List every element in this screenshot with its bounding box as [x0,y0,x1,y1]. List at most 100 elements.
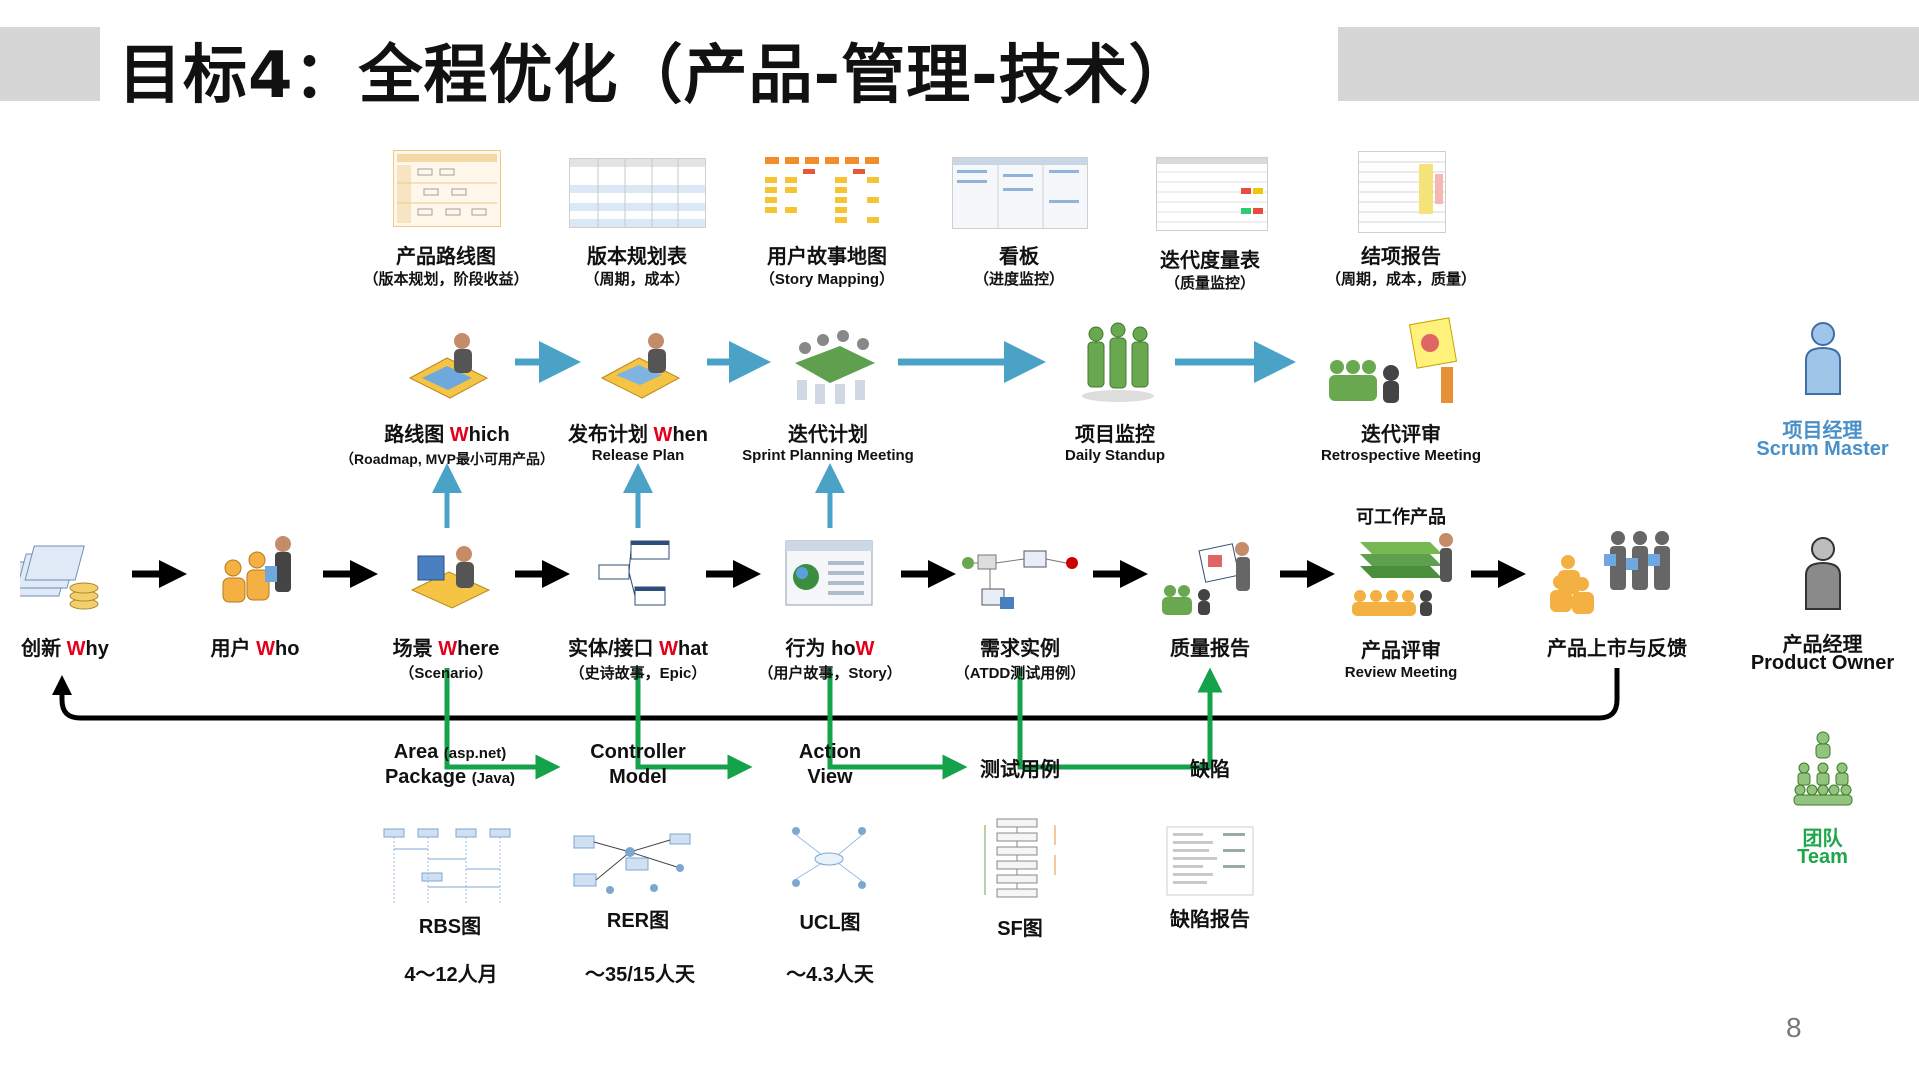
tech-artifact-ucl: UCL图 [799,912,861,934]
product-title-review: 产品评审 [1361,640,1441,662]
tech-testcase: 测试用例 [980,759,1060,781]
tech-defect: 缺陷 [1190,759,1230,781]
mgmt-title-when: 发布计划 When [567,424,708,446]
product-top-working: 可工作产品 [1356,507,1446,527]
product-sub-how: （用户故事，Story） [758,665,902,682]
mgmt-sub-monitor: Daily Standup [1064,447,1165,464]
blue-person-icon [1805,322,1841,395]
meeting-table-icon [795,330,875,404]
mgmt-title-monitor: 项目监控 [1075,424,1155,446]
tech-artifact-defect: 缺陷报告 [1170,909,1250,931]
product-title-where: 场景 Where [392,638,500,660]
product-sub-what: （史诗故事，Epic） [569,665,707,682]
planning-desk-icon [408,333,489,399]
feedback-loop [52,668,1620,721]
role-en-pm: Scrum Master [1756,438,1889,460]
artifact-sub-metrics: （质量监控） [1164,275,1255,292]
mgmt-sub-which: （Roadmap, MVP最小可用产品） [340,451,554,467]
kanban-thumbnail [952,157,1088,229]
ucl-diagram-thumbnail [792,827,866,889]
standup-team-icon [1082,322,1154,402]
artifact-sub-storymap: （Story Mapping） [759,271,895,288]
slide-title: 目标4：全程优化（产品-管理-技术） [118,39,1194,113]
release-desk-icon [600,333,681,399]
presentation-icon [1329,317,1458,403]
artifact-sub-kanban: （进度监控） [973,271,1064,288]
mgmt-title-review: 迭代评审 [1361,424,1441,446]
documents-coins-icon [20,545,99,610]
workstation-icon [410,546,491,609]
tech-artifact-rer: RER图 [606,910,670,932]
flow-diagram-icon [962,550,1078,609]
closing-report-drawing [1359,161,1445,223]
artifact-title-kanban: 看板 [999,246,1039,268]
roadmap-doc-drawing [397,154,497,223]
browser-window-icon [785,540,873,606]
artifact-sub-roadmap: （版本规划，阶段收益） [363,271,529,288]
defect-report-thumbnail [1166,826,1254,896]
tech-effort-rer: ～35/15人天 [584,964,696,986]
mgmt-sub-review: Retrospective Meeting [1320,447,1482,464]
mgmt-sub-sprint: Sprint Planning Meeting [742,447,914,464]
tech-area: Area (asp.net) [393,741,507,763]
metrics-table-thumbnail [1156,157,1268,231]
page-number: 8 [1786,1012,1802,1043]
product-title-why: 创新 Why [21,638,109,660]
tech-model: Model [609,766,667,788]
entity-tree-icon [598,540,670,606]
users-group-icon [222,536,291,603]
artifact-title-roadmap: 产品路线图 [396,246,496,268]
mgmt-title-sprint: 迭代计划 [788,424,868,446]
product-title-who: 用户 Who [210,638,300,660]
role-en-po: Product Owner [1750,652,1895,674]
metrics-drawing [1157,158,1267,223]
story-map-drawing [765,157,879,223]
role-name-po: 产品经理 [1782,634,1863,656]
product-title-quality: 质量报告 [1170,638,1250,660]
tech-effort-ucl: ～4.3人天 [786,964,874,986]
tech-arrows [444,667,1223,780]
roadmap-doc-thumbnail [393,150,501,227]
title-band-right [1338,27,1919,101]
tech-action: Action [798,741,862,763]
product-sub-where: （Scenario） [399,665,493,682]
product-sub-atdd: （ATDD测试用例） [954,665,1086,682]
product-sub-review: Review Meeting [1344,664,1458,681]
sf-diagram-thumbnail [984,818,1056,898]
artifact-sub-closing: （周期，成本，质量） [1325,271,1476,288]
tech-controller: Controller [590,741,686,763]
product-title-atdd: 需求实例 [980,638,1060,660]
product-title-market: 产品上市与反馈 [1547,638,1687,660]
rbs-diagram-thumbnail [383,828,511,903]
artifact-title-metrics: 迭代度量表 [1160,250,1260,272]
rer-diagram-thumbnail [573,833,691,894]
mgmt-sub-when: Release Plan [591,447,685,464]
tech-package: Package (Java) [384,766,516,788]
product-title-how: 行为 hoW [785,638,875,660]
title-band-left [0,27,100,101]
artifact-sub-version: （周期，成本） [584,271,690,288]
kanban-drawing [953,158,1087,228]
role-name-pm: 项目经理 [1782,420,1863,442]
tech-view: View [807,766,853,788]
gray-person-icon [1805,537,1841,610]
product-review-icon [1352,533,1453,616]
artifact-title-closing: 结项报告 [1361,246,1441,268]
product-title-what: 实体/接口 What [567,638,708,660]
report-board-icon [1162,542,1250,615]
version-table-drawing [570,159,705,227]
market-feedback-icon [1550,531,1670,614]
artifact-title-storymap: 用户故事地图 [767,246,887,268]
version-plan-table-thumbnail [569,158,706,228]
role-name-team: 团队 [1802,828,1843,850]
tech-artifact-sf: SF图 [997,918,1043,940]
role-en-team: Team [1797,846,1848,868]
artifact-title-version: 版本规划表 [587,246,687,268]
story-map-thumbnail [763,155,891,230]
tech-artifact-rbs: RBS图 [418,916,482,938]
mgmt-title-which: 路线图 Which [384,424,510,446]
green-team-icon [1793,731,1853,806]
tech-effort-rbs: 4～12人月 [404,964,498,986]
closing-report-thumbnail [1358,151,1446,233]
